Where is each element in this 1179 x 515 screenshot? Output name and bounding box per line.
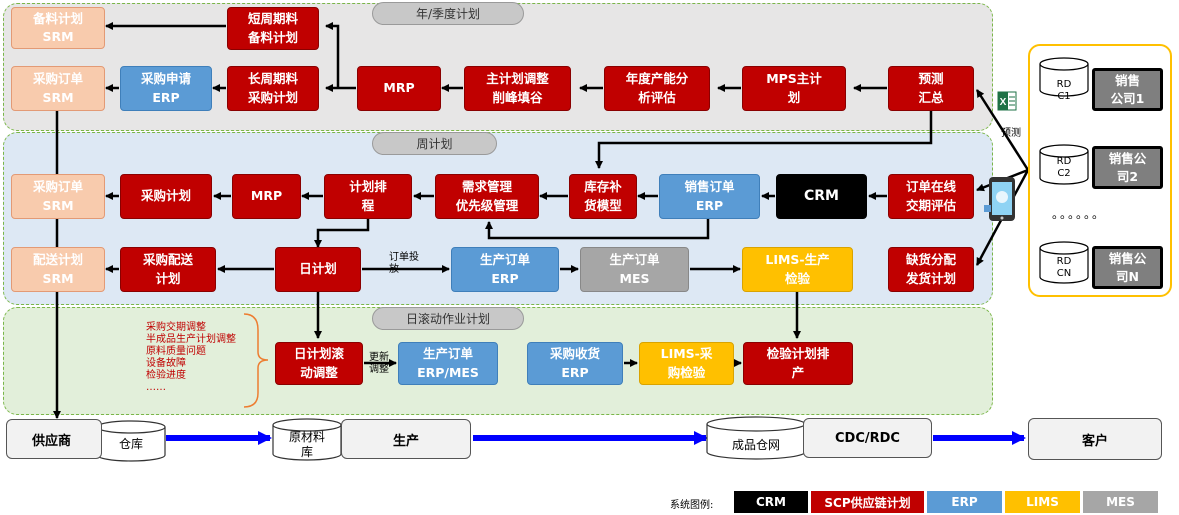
issue-item: 半成品生产计划调整: [146, 334, 236, 345]
long-cycle-materials[interactable]: 长周期料采购计划: [227, 66, 319, 111]
inventory-replenishment-model[interactable]: 库存补货模型: [569, 174, 637, 219]
issue-item: 采购交期调整: [146, 322, 206, 333]
demand-priority-management[interactable]: 需求管理优先级管理: [435, 174, 539, 219]
annual-mrp[interactable]: MRP: [357, 66, 441, 111]
order-release-label: 订单投放: [389, 252, 419, 275]
raw-material-warehouse-label: 原材料库: [288, 430, 325, 459]
crm[interactable]: CRM: [776, 174, 867, 219]
legend-mes: MES: [1083, 491, 1158, 513]
forecast-summary[interactable]: 预测汇总: [888, 66, 974, 111]
daily-plan[interactable]: 日计划: [275, 247, 361, 292]
excel-icon: X: [997, 90, 1019, 112]
rdc-cylinders: [1039, 57, 1089, 284]
finished-goods-network-label: 成品仓网: [731, 438, 780, 452]
disruption-list: 采购交期调整 半成品生产计划调整 原料质量问题 设备故障 检验进度 ……: [146, 322, 236, 394]
daily-rolling-adjust[interactable]: 日计划滚动调整: [275, 342, 363, 385]
order-online-delivery-eval[interactable]: 订单在线交期评估: [888, 174, 974, 219]
forecast-file-label: 预测: [1001, 128, 1021, 139]
legend-lims: LIMS: [1005, 491, 1080, 513]
inspection-schedule[interactable]: 检验计划排产: [743, 342, 853, 385]
update-adjust-label: 更新调整: [369, 352, 389, 375]
lims-production-inspection[interactable]: LIMS-生产检验: [742, 247, 853, 292]
issue-item: 原料质量问题: [146, 346, 206, 357]
mps-master-plan[interactable]: MPS主计划: [742, 66, 846, 111]
annual-panel-title: 年/季度计划: [372, 2, 524, 25]
sales-company-2[interactable]: 销售公司2: [1092, 146, 1163, 189]
legend-label: 系统图例:: [670, 500, 714, 511]
short-cycle-materials[interactable]: 短周期料备料计划: [227, 7, 319, 50]
sales-company-1[interactable]: 销售公司1: [1092, 68, 1163, 111]
mobile-order-icon: [983, 175, 1023, 223]
weekly-mrp[interactable]: MRP: [232, 174, 301, 219]
svg-text:X: X: [1000, 97, 1007, 108]
more-companies-dots: 。。。。。。: [1052, 207, 1107, 221]
purchase-delivery-plan[interactable]: 采购配送计划: [120, 247, 216, 292]
purchase-plan[interactable]: 采购计划: [120, 174, 212, 219]
legend-erp: ERP: [927, 491, 1002, 513]
production[interactable]: 生产: [341, 419, 471, 459]
issue-item: ……: [146, 382, 166, 393]
weekly-panel-title: 周计划: [372, 132, 497, 155]
customer[interactable]: 客户: [1028, 418, 1162, 460]
legend-crm: CRM: [734, 491, 808, 513]
plan-scheduling[interactable]: 计划排程: [324, 174, 412, 219]
legend-scp: SCP供应链计划: [811, 491, 924, 513]
capacity-evaluation[interactable]: 年度产能分析评估: [604, 66, 710, 111]
cdc-rdc[interactable]: CDC/RDC: [803, 418, 932, 458]
warehouse-label: 仓库: [118, 437, 143, 451]
issue-item: 检验进度: [146, 370, 186, 381]
issue-item: 设备故障: [146, 358, 186, 369]
master-plan-adjust[interactable]: 主计划调整削峰填谷: [464, 66, 571, 111]
sales-company-n[interactable]: 销售公司N: [1092, 246, 1163, 289]
daily-panel-title: 日滚动作业计划: [372, 307, 524, 330]
supplier[interactable]: 供应商: [6, 419, 102, 459]
shortage-allocation-shipping[interactable]: 缺货分配发货计划: [888, 247, 974, 292]
lims-purchase-inspection[interactable]: LIMS-采购检验: [639, 342, 734, 385]
